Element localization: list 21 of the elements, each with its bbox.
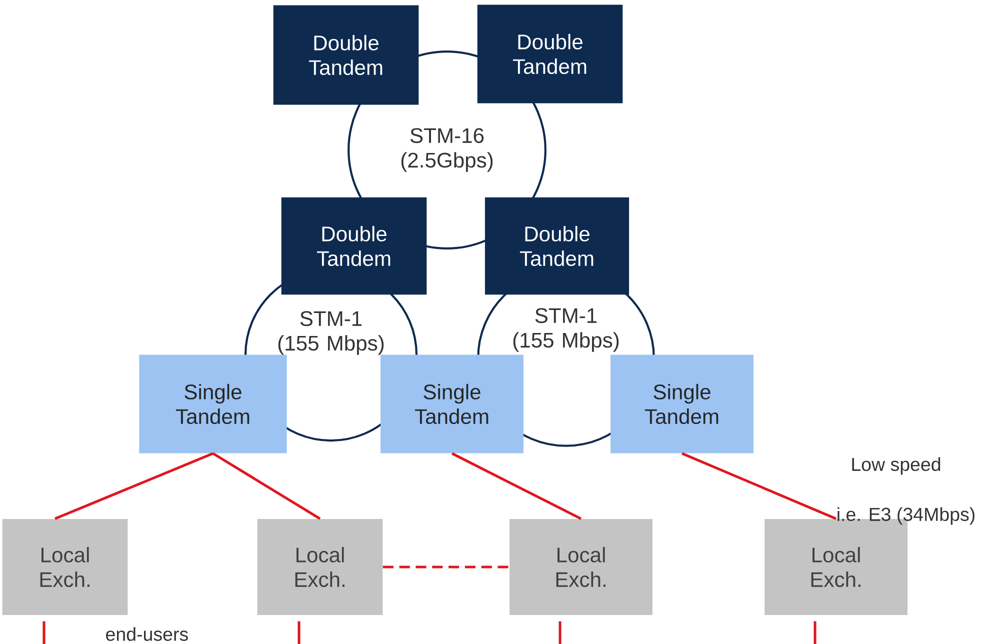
exchange-box: Local Exch. — [2, 518, 128, 616]
single-tandem-box: Single Tandem — [139, 354, 287, 454]
exchange-box: Local Exch. — [257, 518, 383, 616]
single-tandem-box: Single Tandem — [610, 354, 754, 454]
exchange-box: Local Exch. — [510, 518, 652, 616]
link-line — [814, 621, 816, 644]
double-tandem-box: Double Tandem — [484, 197, 630, 295]
link-line — [212, 452, 321, 520]
link-line — [298, 621, 300, 644]
note-text: Low speed — [852, 457, 940, 475]
note-text: end-users — [106, 627, 188, 641]
link-line — [682, 452, 837, 520]
link-line — [451, 452, 582, 520]
dashed-line — [382, 566, 510, 568]
single-tandem-box: Single Tandem — [380, 354, 524, 454]
double-tandem-box: Double Tandem — [281, 197, 427, 295]
double-tandem-box: Double Tandem — [273, 5, 419, 105]
double-tandem-box: Double Tandem — [477, 4, 623, 104]
link-line — [558, 621, 562, 644]
link-line — [42, 621, 46, 644]
link-line — [54, 452, 214, 520]
